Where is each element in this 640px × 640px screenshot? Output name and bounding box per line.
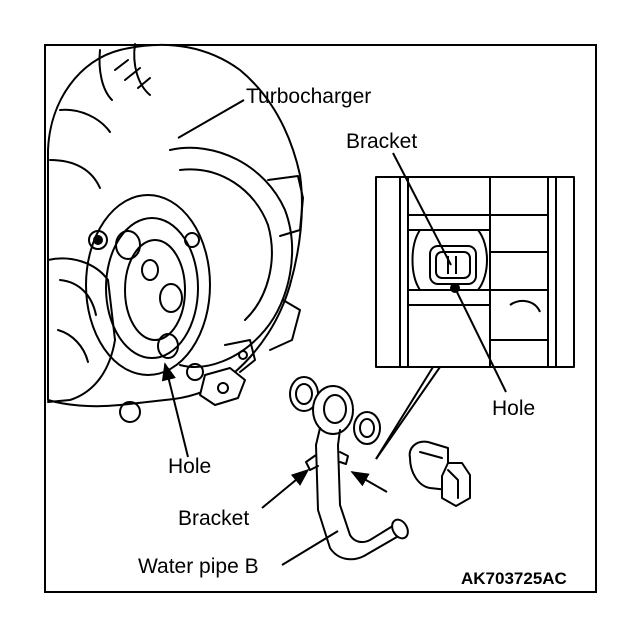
water-pipe-label: Water pipe B — [138, 555, 259, 578]
turbocharger-label: Turbocharger — [246, 85, 372, 108]
leader-lines — [161, 99, 507, 566]
bracket-inset-label: Bracket — [346, 130, 418, 153]
bracket-detail-inset — [375, 176, 575, 368]
figure-frame — [44, 44, 597, 593]
turbocharger-drawing — [47, 43, 304, 423]
hole-turbo-label: Hole — [168, 455, 212, 478]
hole-inset-label: Hole — [492, 397, 536, 420]
bracket-pipe-label: Bracket — [178, 507, 250, 530]
water-pipe-drawing — [289, 376, 471, 561]
figure-code: AK703725AC — [461, 569, 567, 588]
